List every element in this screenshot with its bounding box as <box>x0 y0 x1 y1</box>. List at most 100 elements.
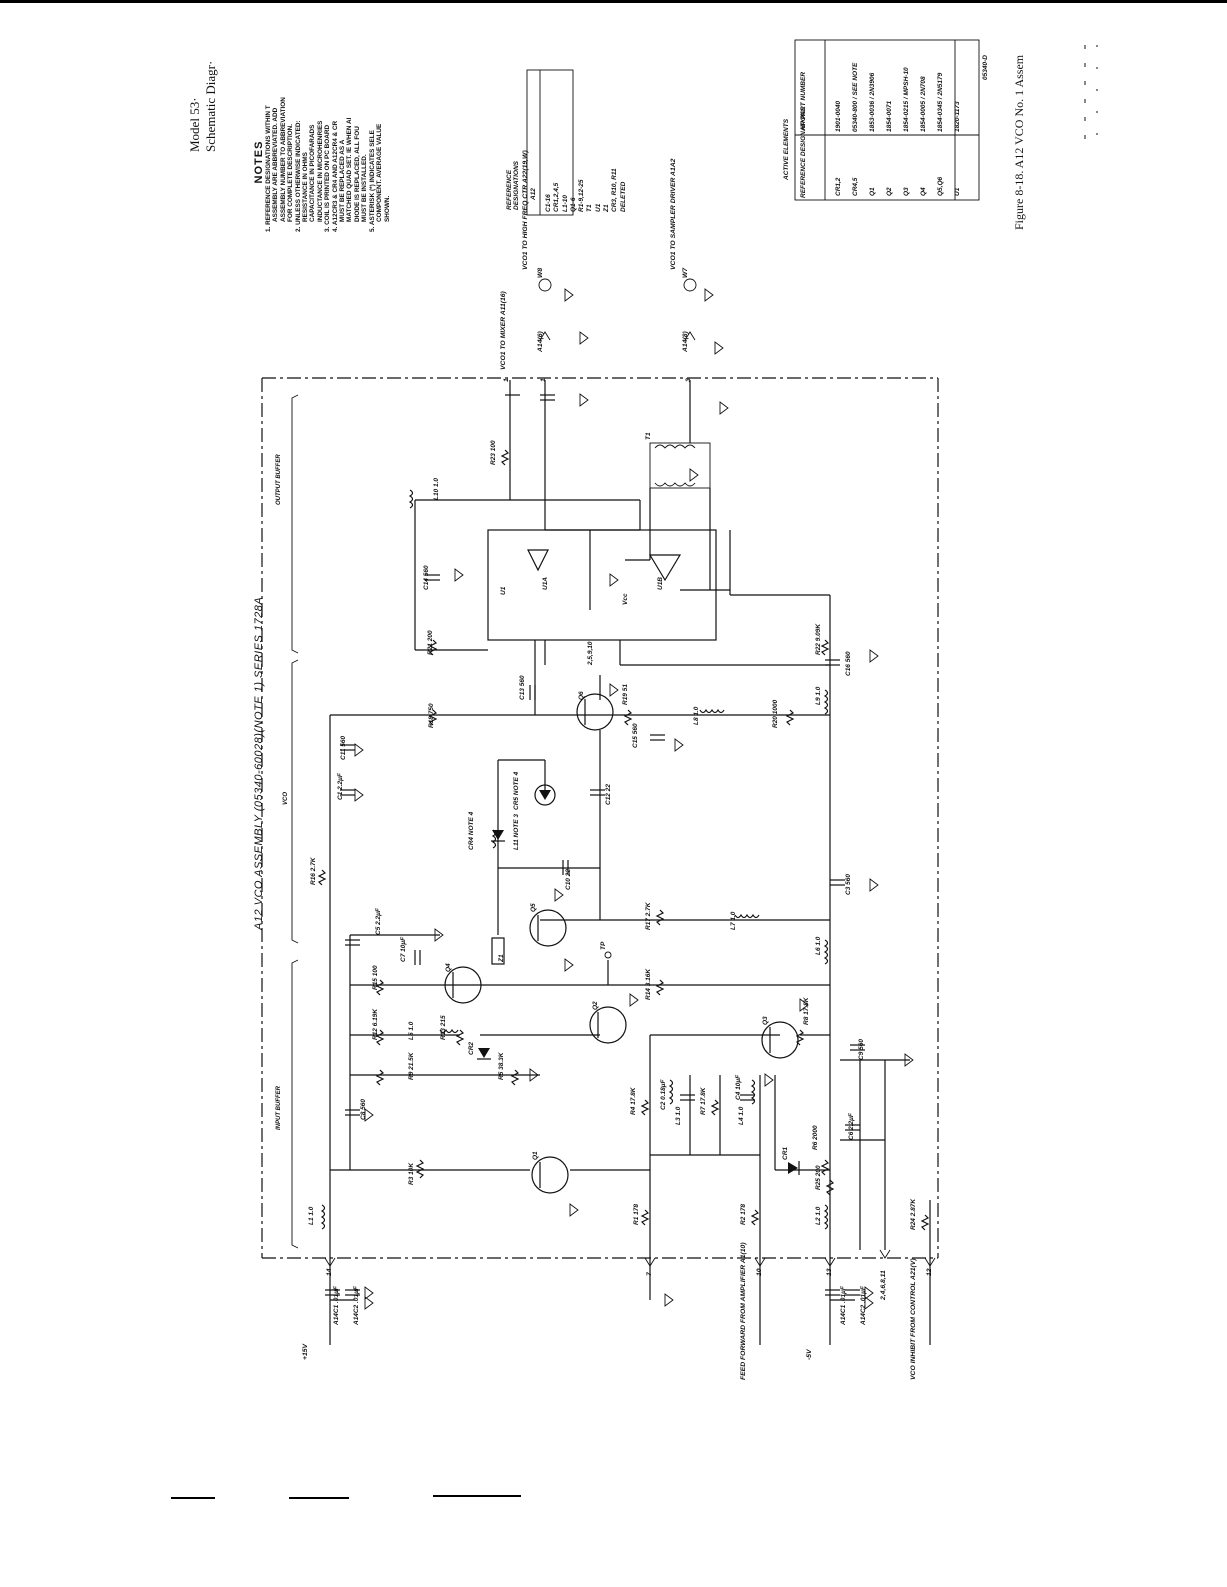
label-u1a: U1A <box>542 576 549 590</box>
label-cr5: CR5 NOTE 4 <box>513 771 520 810</box>
label-r18: R18 750 <box>428 703 435 728</box>
label-u1: U1 <box>500 586 507 595</box>
active-row-ref: Q4 <box>920 187 927 196</box>
label-r19: R19 51 <box>622 684 629 705</box>
ref-table-header: REFERENCE DESIGNATIONS <box>506 161 520 210</box>
output-pin-5: 1 <box>540 378 547 382</box>
label-cr2: CR2 <box>468 1041 475 1055</box>
active-table-frame <box>794 39 980 201</box>
label-l8: L8 1.0 <box>693 706 700 725</box>
active-row-part: 1820-1173 <box>954 101 961 132</box>
label-r13: R13 215 <box>440 1015 447 1040</box>
ref-table-row: Z1 <box>603 204 611 212</box>
active-row-ref: CR4,5 <box>852 177 859 196</box>
active-row-ref: Q3 <box>903 187 910 196</box>
label-r21: R21 200 <box>427 630 434 655</box>
label-c7: C7 10µF <box>400 936 407 962</box>
section-vco: VCO <box>283 791 289 805</box>
active-header-part: HP PART NUMBER <box>800 71 807 130</box>
label-c1: C1 2.2µF <box>337 773 344 800</box>
input-label-15v: +15V <box>302 1343 309 1360</box>
ground-pins-label: 2,4,6,8,11 <box>880 1270 887 1300</box>
label-c5: C5 2.2µF <box>375 908 382 935</box>
active-row-part: 1901-0040 <box>835 100 842 132</box>
input-label-minus5v: -5V <box>806 1349 813 1360</box>
cap-label-a14c2: A14C2 .01µF <box>353 1286 360 1325</box>
label-c10: C10 22 <box>565 869 572 890</box>
label-r1: R1 178 <box>633 1204 640 1225</box>
transistor-q1 <box>531 1156 569 1194</box>
label-t1: T1 <box>645 432 652 440</box>
label-c8: C8 560 <box>360 1099 367 1120</box>
assembly-title: A12 VCO ASSEMBLY (05340-60028)(NOTE 1) S… <box>253 596 265 930</box>
label-r2: R2 178 <box>740 1204 747 1225</box>
label-c2: C2 0.18µF <box>660 1079 667 1110</box>
active-row-ref: Q2 <box>886 187 893 196</box>
label-r22: R22 9.09K <box>815 623 822 655</box>
label-c11: C11 560 <box>340 735 347 760</box>
active-row-ref: Q5,Q6 <box>937 176 944 196</box>
transistor-q3 <box>761 1021 799 1059</box>
output-label-sampler: VCO1 TO SAMPLER DRIVER A1A2 <box>670 158 677 270</box>
input-pin-7: 7 <box>646 1272 653 1276</box>
ref-table-row: DELETED <box>619 181 627 212</box>
label-q4: Q4 <box>445 963 452 972</box>
label-l4: L4 1.0 <box>738 1106 745 1125</box>
active-row-part: 05340-800 / SEE NOTE <box>852 62 859 132</box>
diode-cr1 <box>788 1161 800 1175</box>
ref-table-row: L1-10 <box>561 195 569 212</box>
label-r15: R15 100 <box>372 965 379 990</box>
transistor-q5 <box>529 909 567 947</box>
footer-rule <box>171 1497 215 1499</box>
ref-table-row: R1-9,12-25 <box>578 179 586 212</box>
active-row-part: 1853-0036 / 2N3906 <box>869 72 876 132</box>
ref-table-header-line: DESIGNATIONS <box>513 161 520 210</box>
diode-cr2 <box>477 1048 491 1060</box>
output-label-a14-8: A14(8) <box>682 331 689 352</box>
footer-rule <box>433 1495 521 1497</box>
input-pin-10: 10 <box>756 1268 763 1276</box>
top-rule <box>0 0 1227 3</box>
output-label-vco1-mixer: VCO1 TO MIXER A11(16) <box>500 291 507 370</box>
label-r14: R14 3.16K <box>645 968 652 1000</box>
input-arrows <box>324 1249 936 1267</box>
ground-symbols <box>354 288 914 1310</box>
ref-table-row: Q1-6 <box>569 197 577 212</box>
transistor-q4 <box>444 966 482 1004</box>
active-footer: 05340-D <box>982 55 989 80</box>
section-braces <box>291 394 299 1249</box>
ref-table-row: CR3, R10, R11 <box>611 168 619 212</box>
label-l6: L6 1.0 <box>815 936 822 955</box>
label-l10: L10 1.0 <box>433 477 440 500</box>
active-row-part: 1854-0215 / MPSH-10 <box>903 67 910 132</box>
label-r3: R3 10K <box>408 1162 415 1185</box>
resistor-symbols <box>317 449 930 1231</box>
label-c6: C6 2.2µF <box>848 1113 855 1140</box>
active-row-part: 1854-0071 <box>886 100 893 132</box>
input-label-vco-inhibit: VCO INHIBIT FROM CONTROL A21(V) <box>910 1258 917 1380</box>
output-label-a14-6: A14(6) <box>537 331 544 352</box>
t1-transformer <box>649 442 711 489</box>
transistor-q6 <box>576 693 614 731</box>
figure-caption: Figure 8-18. A12 VCO No. 1 Assem <box>1012 54 1026 230</box>
label-u1-pins: 2,5,9,10 <box>587 641 594 666</box>
label-vcc: Vcc <box>622 593 629 605</box>
label-c16: C16 560 <box>845 651 852 676</box>
label-l9: L9 1.0 <box>815 686 822 705</box>
label-r6: R6 2000 <box>812 1125 819 1150</box>
input-pin-14: 14 <box>326 1268 333 1276</box>
active-row-ref: CR1,2 <box>835 177 842 196</box>
label-r5: R5 38.3K <box>498 1052 505 1080</box>
label-r25: R25 200 <box>815 1165 822 1190</box>
active-row-ref: Q1 <box>869 187 876 196</box>
active-elements-title: ACTIVE ELEMENTS <box>783 118 790 180</box>
label-u1b: U1B <box>657 576 664 590</box>
input-label-feed-forward: FEED FORWARD FROM AMPLIFIER A1(10) <box>740 1242 747 1380</box>
output-connectors <box>538 278 697 341</box>
label-r16: R16 2.7K <box>310 857 317 885</box>
label-q5: Q5 <box>530 903 537 912</box>
right-edge-marks <box>1084 45 1098 150</box>
active-row-part: 1854-0345 / 2N5179 <box>937 72 944 132</box>
u1-ic-box <box>487 529 717 641</box>
ref-table-row: T1 <box>586 204 594 212</box>
